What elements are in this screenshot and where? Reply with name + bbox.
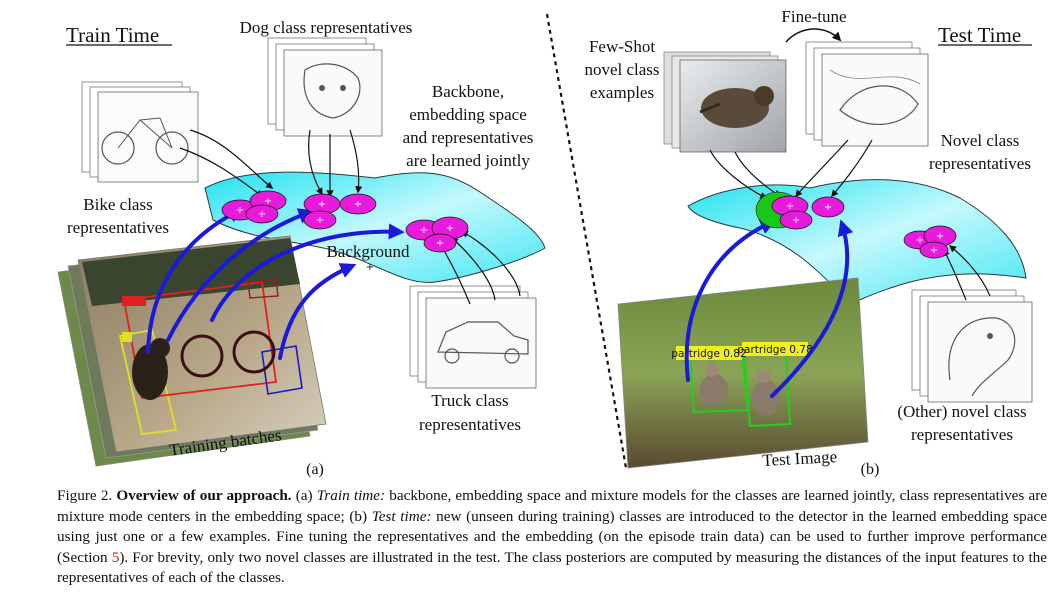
novel-sketch-stack: [805, 41, 929, 147]
other-novel-representatives: [903, 225, 957, 259]
train-title: Train Time: [66, 23, 159, 47]
finetune-arrow: [785, 28, 842, 43]
svg-text:representatives: representatives: [929, 154, 1031, 173]
svg-text:(Other) novel class: (Other) novel class: [897, 402, 1026, 421]
detection-label-1: partridge 0.82: [671, 348, 746, 360]
caption-a-text: backbone, embedding space and mixture mo…: [57, 487, 1048, 525]
svg-text:+: +: [316, 215, 324, 226]
panel-divider: [545, 13, 628, 469]
svg-text:Backbone,: Backbone,: [432, 82, 504, 101]
fewshot-label: Few-Shot novel class examples: [584, 37, 659, 102]
svg-text:+: +: [936, 231, 944, 242]
svg-text:+: +: [354, 199, 362, 210]
svg-text:representatives: representatives: [67, 218, 169, 237]
caption-a-tag: (a): [295, 487, 313, 504]
svg-text:+: +: [916, 235, 924, 246]
dog-sketch-stack: [267, 37, 383, 137]
overview-diagram: Train Time: [57, 7, 1033, 478]
detection-badge-2: [742, 342, 808, 356]
test-image-label: Test Image: [762, 447, 838, 470]
svg-text:and representatives: and representatives: [403, 128, 534, 147]
svg-text:+: +: [318, 199, 326, 210]
truck-sketch-stack: [409, 285, 537, 389]
novel-representatives: [771, 195, 845, 230]
caption-heading: Overview of our approach.: [116, 487, 292, 504]
svg-text:+: +: [930, 245, 938, 256]
svg-text:+: +: [236, 205, 244, 216]
svg-text:Truck class: Truck class: [431, 391, 508, 410]
fewshot-example-stack: [663, 51, 787, 153]
bike-class-label: Bike class representatives: [67, 195, 169, 237]
svg-text:+: +: [786, 201, 794, 212]
other-novel-sketch-stack: [911, 289, 1033, 403]
svg-text:are learned jointly: are learned jointly: [406, 151, 530, 170]
detection-label-2: partridge 0.78: [737, 344, 812, 356]
dog-class-label: Dog class representatives: [240, 18, 413, 37]
svg-text:+: +: [824, 202, 832, 213]
svg-text:+: +: [446, 223, 454, 234]
truck-representatives: [405, 216, 469, 253]
background-label: Background: [326, 242, 410, 261]
bike-sketch-stack: [81, 81, 199, 183]
svg-text:+: +: [264, 196, 272, 207]
bike-representatives: [221, 190, 287, 224]
test-image: partridge 0.82 partridge 0.78: [617, 277, 869, 469]
svg-text:Bike class: Bike class: [83, 195, 152, 214]
svg-text:+: +: [436, 238, 444, 249]
backbone-label: Backbone, embedding space and representa…: [403, 82, 534, 170]
svg-text:+: +: [366, 262, 374, 273]
feature-arrows-left: [146, 207, 405, 360]
svg-text:Novel class: Novel class: [941, 131, 1020, 150]
figure-number: Figure 2.: [57, 487, 113, 504]
svg-text:+: +: [420, 225, 428, 236]
detection-badge-1: [676, 346, 742, 360]
svg-text:novel class: novel class: [584, 60, 659, 79]
svg-text:+: +: [258, 209, 266, 220]
feature-arrows-right: [684, 219, 854, 398]
train-panel: Train Time: [57, 18, 546, 478]
caption-b-text: new (unseen during training) classes are…: [57, 507, 1047, 566]
caption-tail-text: ). For brevity, only two novel classes a…: [57, 548, 1048, 587]
subfigure-b-label: (b): [861, 461, 880, 478]
dog-representatives: [303, 193, 377, 230]
representative-centers-left: +++ +++ +++ +: [236, 196, 454, 273]
training-batches: [57, 235, 327, 467]
truck-class-label: Truck class representatives: [419, 391, 521, 434]
svg-text:embedding space: embedding space: [409, 105, 527, 124]
svg-text:representatives: representatives: [419, 415, 521, 434]
subfigure-a-label: (a): [306, 461, 324, 478]
svg-text:+: +: [792, 215, 800, 226]
caption-b-emphasis: Test time:: [371, 507, 432, 525]
section-reference-link[interactable]: 5: [111, 548, 120, 566]
finetune-label: Fine-tune: [781, 7, 846, 26]
test-title: Test Time: [938, 23, 1021, 47]
caption-a-emphasis: Train time:: [316, 487, 386, 504]
novel-class-label: Novel class representatives: [929, 131, 1031, 173]
svg-text:representatives: representatives: [911, 425, 1013, 444]
representative-centers-right: + + + + + +: [786, 201, 944, 256]
other-novel-label: (Other) novel class representatives: [897, 402, 1026, 444]
figure-caption: Figure 2. Overview of our approach. (a) …: [57, 486, 1047, 589]
test-panel: Test Time: [584, 7, 1033, 478]
svg-text:examples: examples: [590, 83, 654, 102]
svg-text:Few-Shot: Few-Shot: [589, 37, 655, 56]
